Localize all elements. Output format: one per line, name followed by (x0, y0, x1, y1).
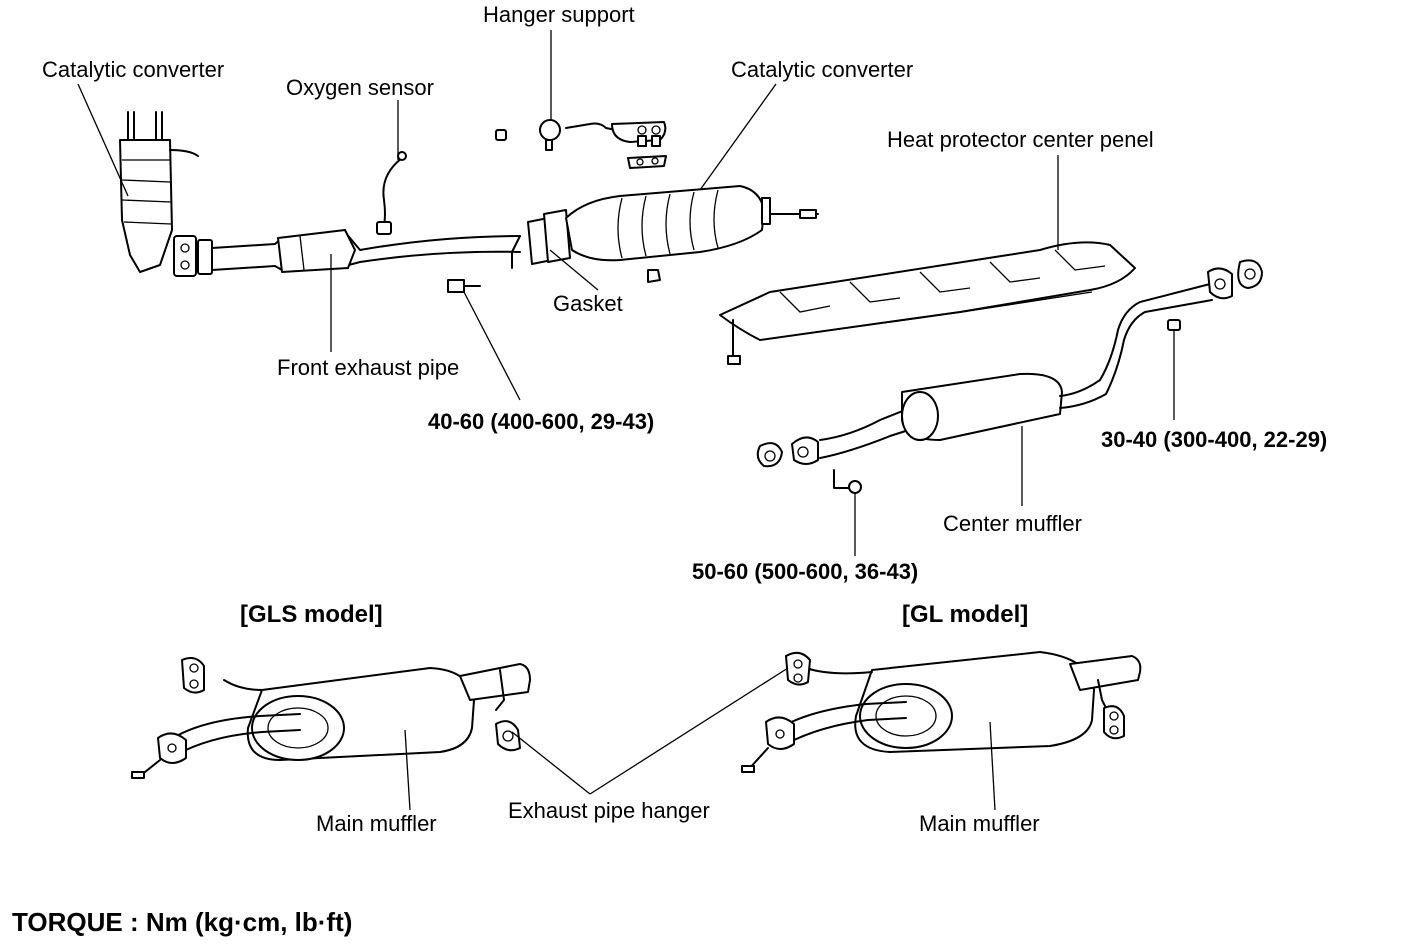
torque-label-center-muffler-front: 30-40 (300-400, 22-29) (1101, 427, 1328, 452)
label-hanger-support: Hanger support (483, 2, 635, 27)
label-main-muffler-gl: Main muffler (919, 811, 1040, 836)
center-muffler-part (756, 259, 1263, 494)
front-exhaust-pipe (211, 229, 521, 273)
torque-label-center-muffler-rear: 50-60 (500-600, 36-43) (692, 559, 919, 584)
label-exhaust-pipe-hanger: Exhaust pipe hanger (508, 798, 710, 823)
torque-units-footer: TORQUE : Nm (kg·cm, lb·ft) (12, 907, 353, 937)
label-catalytic-converter-left: Catalytic converter (42, 57, 225, 82)
label-heat-protector: Heat protector center penel (887, 127, 1154, 152)
manifold-catalytic-converter (119, 111, 213, 277)
underbody-catalytic-converter (565, 185, 819, 283)
torque-label-flange-bolt: 40-60 (400-600, 29-43) (428, 409, 655, 434)
flange-bolt (447, 279, 481, 293)
model-heading-gl: [GL model] (902, 601, 1029, 628)
label-center-muffler: Center muffler (943, 511, 1082, 536)
label-catalytic-converter-right: Catalytic converter (731, 57, 914, 82)
model-heading-gls: [GLS model] (240, 601, 383, 628)
hanger-support-part (495, 119, 667, 169)
leader-lines (77, 30, 1175, 811)
heat-protector-panel (719, 241, 1136, 365)
gl-main-muffler-part (741, 651, 1142, 773)
label-main-muffler-gls: Main muffler (316, 811, 437, 836)
label-gasket: Gasket (553, 291, 623, 316)
label-oxygen-sensor: Oxygen sensor (286, 75, 434, 100)
gls-main-muffler-part (131, 657, 531, 779)
oxygen-sensor (376, 151, 407, 235)
gasket (511, 209, 571, 269)
label-front-exhaust-pipe: Front exhaust pipe (277, 355, 460, 380)
